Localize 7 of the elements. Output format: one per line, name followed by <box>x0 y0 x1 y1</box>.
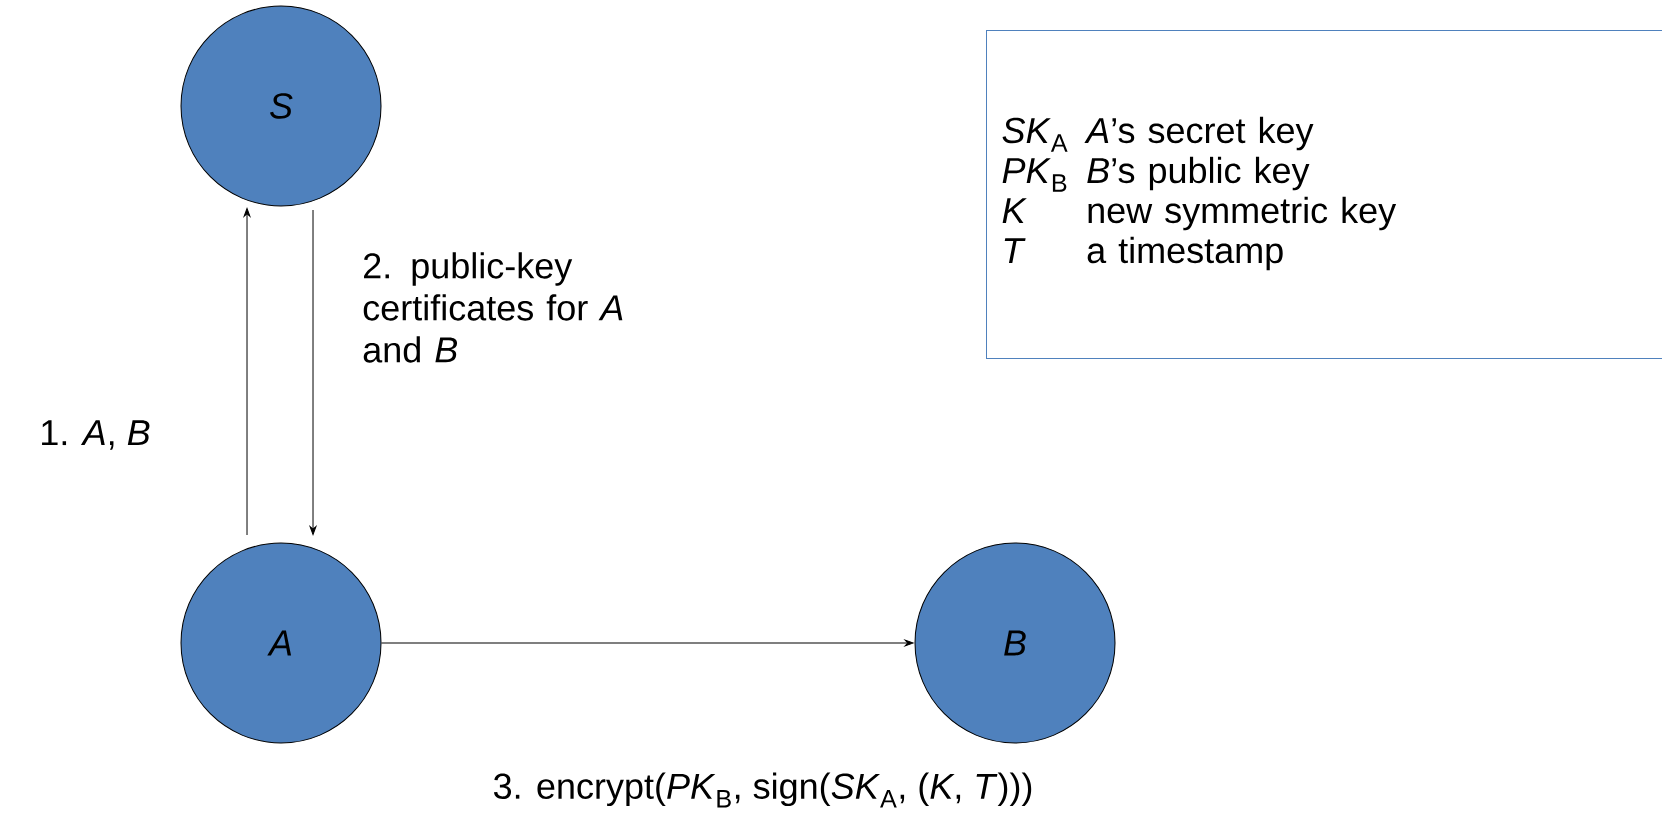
edge-label: 3. encrypt(PK$_{B}$, sign(SK$_{A}$, (K, T))) <box>493 772 1032 808</box>
arrow <box>243 207 251 536</box>
legend-box: SK$_{A}$ A’s secret key PK$_{B}$ B’s public key K new symmetric key T a timestamp <box>986 30 1662 359</box>
edge-label: 1. A, B <box>42 420 150 450</box>
edge-label: 2. public-key certificates for A and B <box>363 252 623 363</box>
arrow <box>309 209 317 536</box>
arrow <box>381 639 914 647</box>
